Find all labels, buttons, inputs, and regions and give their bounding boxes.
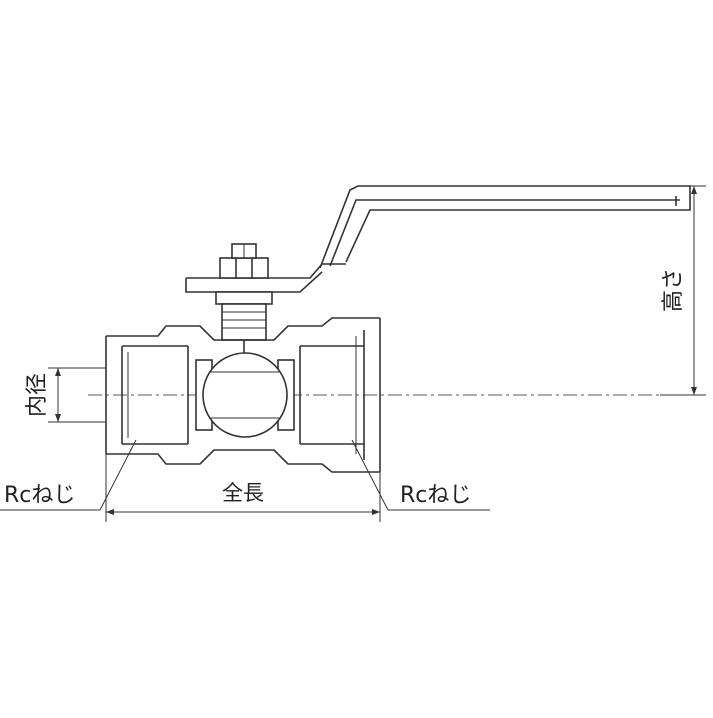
- thread-leaders: [0, 439, 490, 511]
- stem-nut: [219, 243, 269, 279]
- overall-length-label: 全長: [222, 481, 264, 505]
- height-label: 高さ: [661, 268, 686, 312]
- valve-body: [105, 317, 381, 473]
- overall-length-dimension: [105, 454, 381, 522]
- inner-diameter-label: 内径: [25, 373, 50, 417]
- height-dimension: [660, 185, 706, 396]
- thread-left-label: Rcねじ: [4, 483, 75, 508]
- thread-right-label: Rcねじ: [400, 483, 471, 508]
- inner-diameter-dimension: [48, 367, 106, 423]
- valve-ball: [195, 352, 295, 438]
